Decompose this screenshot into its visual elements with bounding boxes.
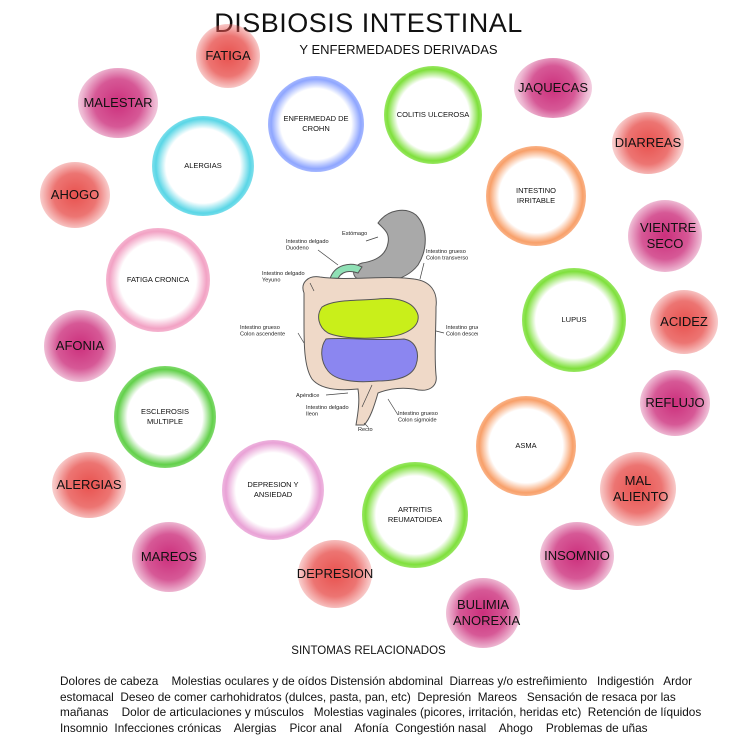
bubble-label: DIARREAS <box>614 134 682 150</box>
bubble-label: ALERGIAS <box>56 476 122 492</box>
bubble-mareos: MAREOS <box>132 522 206 592</box>
ring-label: ALERGIAS <box>184 160 222 170</box>
bubble-label: INSOMNIO <box>544 547 610 563</box>
ring-label: DEPRESION Y ANSIEDAD <box>247 479 299 499</box>
ring-label: COLITIS ULCEROSA <box>396 109 470 119</box>
ring-artritis-reumatoidea: ARTRITIS REUMATOIDEA <box>362 462 468 568</box>
ring-esclerosis-multiple: ESCLEROSIS MULTIPLE <box>114 366 216 468</box>
bubble-reflujo: REFLUJO <box>640 370 710 436</box>
bubble-afonia: AFONIA <box>44 310 116 382</box>
bubble-ahogo: AHOGO <box>40 162 110 228</box>
page-title: DISBIOSIS INTESTINAL <box>214 8 523 38</box>
symptoms-text: Dolores de cabeza Molestias oculares y d… <box>60 674 705 735</box>
bubble-diarreas: DIARREAS <box>612 112 684 174</box>
jejunum-shape <box>318 298 419 339</box>
ring-colitis-ulcerosa: COLITIS ULCEROSA <box>384 66 482 164</box>
bubble-label: BULIMIA ANOREXIA <box>453 596 521 628</box>
bubble-label: DEPRESION <box>296 565 374 581</box>
bubble-label: MALESTAR <box>83 94 153 110</box>
bubble-depresion: DEPRESION <box>296 540 374 608</box>
stomach-shape <box>353 209 426 283</box>
bubble-label: ACIDEZ <box>660 313 708 329</box>
symptoms-title: SINTOMAS RELACIONADOS <box>291 645 446 657</box>
bubble-fatiga: FATIGA <box>196 24 260 88</box>
bubble-insomnio: INSOMNIO <box>540 522 614 590</box>
bubble-alergias: ALERGIAS <box>52 452 126 518</box>
bubble-jaquecas: JAQUECAS <box>514 58 592 118</box>
bubble-label: AHOGO <box>50 186 100 202</box>
ring-depresion-ansiedad: DEPRESION Y ANSIEDAD <box>222 440 324 540</box>
label-apendice: Apéndice <box>296 393 319 399</box>
ring-label: ESCLEROSIS MULTIPLE <box>141 406 189 426</box>
bubble-label: VIENTRE SECO <box>640 219 697 251</box>
leader-lines <box>297 236 445 428</box>
bubble-label: MAREOS <box>140 548 198 564</box>
ring-label: INTESTINO IRRITABLE <box>515 185 556 205</box>
ring-asma: ASMA <box>476 396 576 496</box>
ring-label: ASMA <box>515 440 537 450</box>
bubble-label: FATIGA <box>205 47 251 63</box>
bubble-vientre-seco: VIENTRE SECO <box>628 200 702 272</box>
bubble-label: REFLUJO <box>645 394 705 410</box>
ileum-shape <box>321 337 418 383</box>
page-subtitle: Y ENFERMEDADES DERIVADAS <box>299 42 498 57</box>
ring-alergias: ALERGIAS <box>152 116 254 216</box>
bubble-acidez: ACIDEZ <box>650 290 718 354</box>
bubble-label: MAL ALIENTO <box>613 472 669 504</box>
ring-label: ARTRITIS REUMATOIDEA <box>387 504 443 524</box>
ring-fatiga-cronica: FATIGA CRONICA <box>106 228 210 332</box>
ring-lupus: LUPUS <box>522 268 626 372</box>
bubble-mal-aliento: MAL ALIENTO <box>600 452 676 526</box>
bubble-label: JAQUECAS <box>517 79 589 95</box>
ring-label: LUPUS <box>561 314 587 324</box>
ring-label: FATIGA CRONICA <box>126 274 190 284</box>
label-estomago: Estómago <box>342 231 367 237</box>
ring-intestino-irritable: INTESTINO IRRITABLE <box>486 146 586 246</box>
bubble-malestar: MALESTAR <box>78 68 158 138</box>
bubble-label: AFONIA <box>55 337 105 353</box>
ring-label: ENFERMEDAD DE CROHN <box>283 113 349 133</box>
bubble-bulimia-anorexia: BULIMIA ANOREXIA <box>446 578 520 648</box>
ring-crohn: ENFERMEDAD DE CROHN <box>268 76 364 172</box>
label-recto: Recto <box>358 427 373 433</box>
